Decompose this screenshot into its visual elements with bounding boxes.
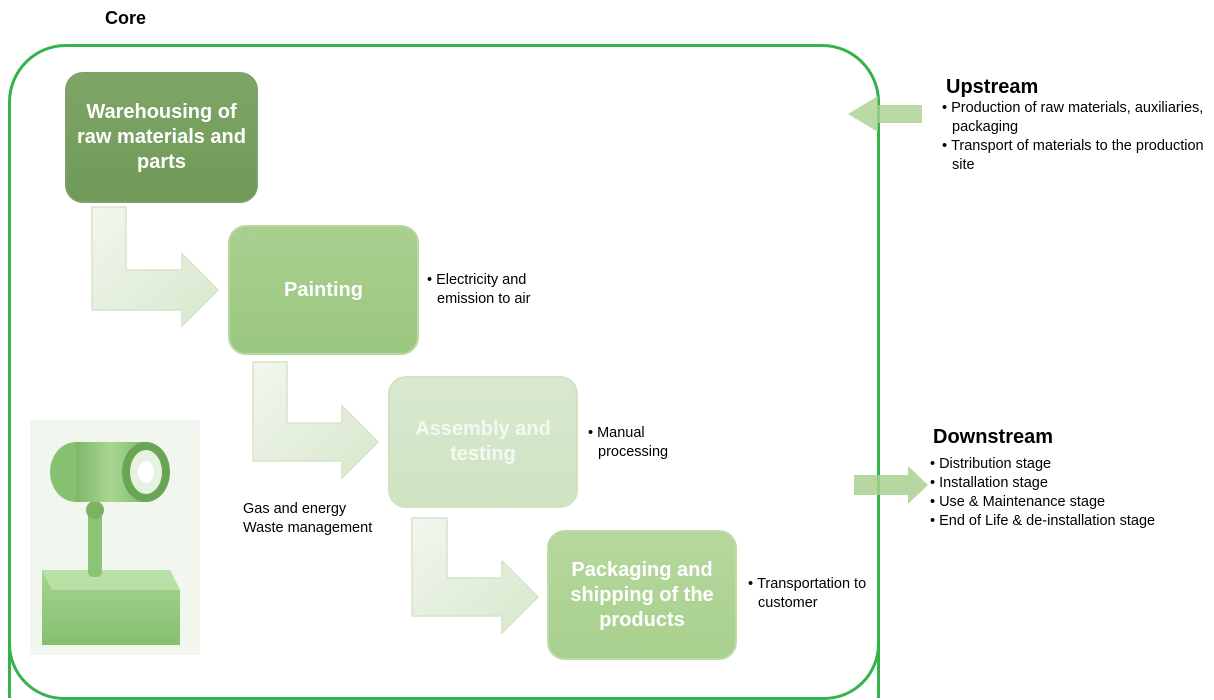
core-boundary — [8, 44, 880, 698]
upstream-panel: Upstream Production of raw materials, au… — [940, 76, 1210, 175]
note-gas-waste: Gas and energy Waste management — [243, 500, 413, 538]
downstream-panel: Downstream Distribution stage Installati… — [928, 426, 1214, 531]
downstream-item: Distribution stage — [928, 455, 1214, 474]
bent-arrow-2 — [252, 361, 380, 480]
bent-arrow-3 — [411, 517, 540, 635]
upstream-item: Transport of materials to the production… — [940, 137, 1210, 175]
downstream-arrow — [854, 466, 928, 504]
note-gas-line: Gas and energy — [243, 501, 347, 517]
note-packaging: Transportation to customer — [746, 575, 876, 613]
upstream-arrow — [848, 96, 922, 132]
step-packaging: Packaging and shipping of the products — [547, 530, 737, 660]
upstream-item: Production of raw materials, auxiliaries… — [940, 99, 1210, 137]
step-assembly: Assembly and testing — [388, 376, 578, 508]
note-assembly-item: Manual processing — [586, 424, 696, 462]
downstream-item: Installation stage — [928, 474, 1214, 493]
note-painting: Electricity and emission to air — [425, 271, 565, 309]
note-packaging-item: Transportation to customer — [746, 575, 876, 613]
spotlight-product-image — [30, 420, 200, 655]
note-waste-line: Waste management — [243, 520, 373, 536]
note-painting-item: Electricity and emission to air — [425, 271, 565, 309]
core-label: Core — [105, 8, 147, 28]
downstream-title: Downstream — [933, 426, 1054, 448]
step-warehousing: Warehousing of raw materials and parts — [65, 72, 258, 203]
step-painting: Painting — [228, 225, 419, 355]
downstream-item: End of Life & de-installation stage — [928, 512, 1214, 531]
upstream-title: Upstream — [946, 76, 1039, 98]
bent-arrow-1 — [91, 206, 220, 328]
downstream-item: Use & Maintenance stage — [928, 493, 1214, 512]
note-assembly: Manual processing — [586, 424, 696, 462]
